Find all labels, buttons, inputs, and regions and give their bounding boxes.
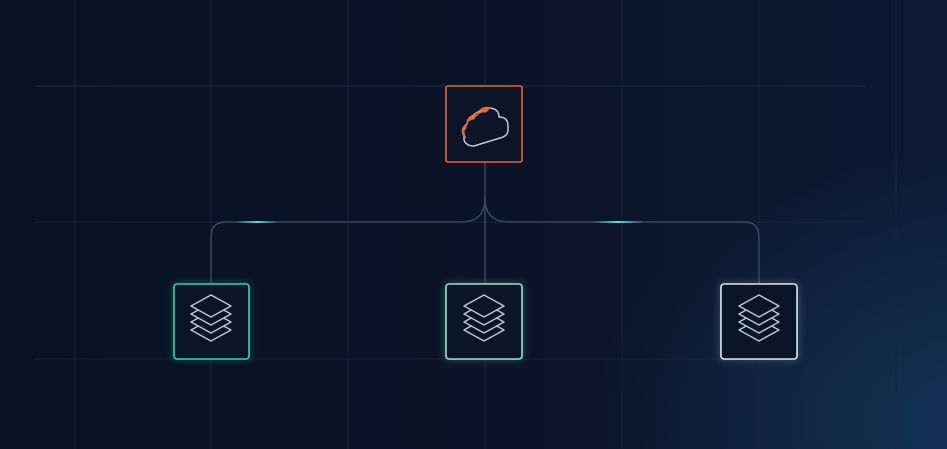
- cloud-icon: [461, 106, 509, 147]
- connector-lines: [210, 162, 760, 284]
- child-node-center[interactable]: [445, 283, 523, 360]
- root-node[interactable]: [445, 85, 523, 163]
- layers-icon: [463, 294, 505, 342]
- pulse-left: [236, 221, 278, 223]
- child-node-right[interactable]: [720, 283, 798, 360]
- background-grid: [35, 0, 897, 449]
- pulse-right: [592, 221, 644, 223]
- layers-icon: [738, 294, 780, 342]
- layers-icon: [190, 294, 232, 342]
- trunk-connector-right: [484, 197, 760, 284]
- child-node-left[interactable]: [173, 283, 250, 360]
- data-pulses: [236, 221, 644, 223]
- trunk-connector: [210, 162, 486, 284]
